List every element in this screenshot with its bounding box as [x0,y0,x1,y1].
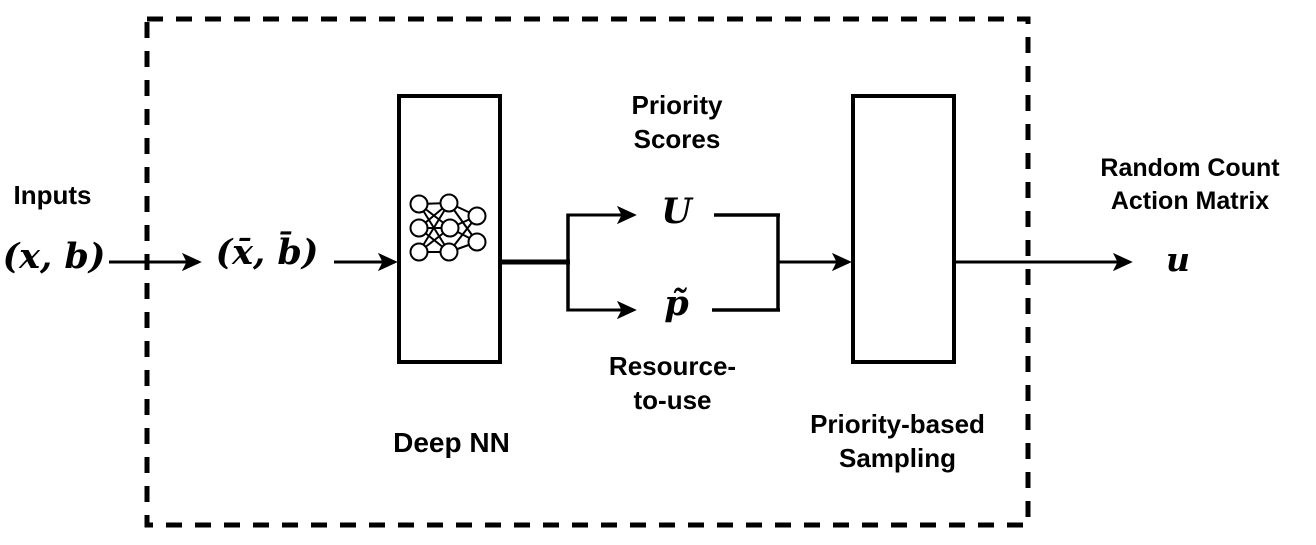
priority-sampling-caption: Priority-based Sampling [785,407,1010,476]
output-title-line2: Action Matrix [1110,186,1270,215]
inputs-math-label: (x, b) [2,236,106,277]
resource-math-label: p̃ [664,283,689,324]
resource-to-use-line2: to-use [633,385,712,416]
resource-to-use-line1: Resource- [608,351,737,381]
output-math-label: u [1166,240,1190,279]
inputs-title: Inputs [13,180,92,210]
priority-scores-line2: Scores [633,124,721,155]
priority-sampling-line2: Sampling [838,443,956,474]
priority-scores-caption: Priority Scores [597,88,757,157]
priority-scores-math-label: U [661,191,692,232]
deep-nn-caption: Deep NN [393,427,510,458]
neural-network-icon [409,193,487,262]
priority-sampling-line1: Priority-based [810,409,985,439]
priority-sampling-box [851,94,956,364]
output-title-line1: Random Count [1100,154,1280,182]
output-title: Random Count Action Matrix [1062,152,1316,217]
priority-scores-line1: Priority [631,90,723,120]
normalized-inputs-math-label: (x̄, b̄) [215,232,319,273]
resource-to-use-caption: Resource- to-use [580,349,765,418]
dashed-boundary-box [144,16,1031,528]
